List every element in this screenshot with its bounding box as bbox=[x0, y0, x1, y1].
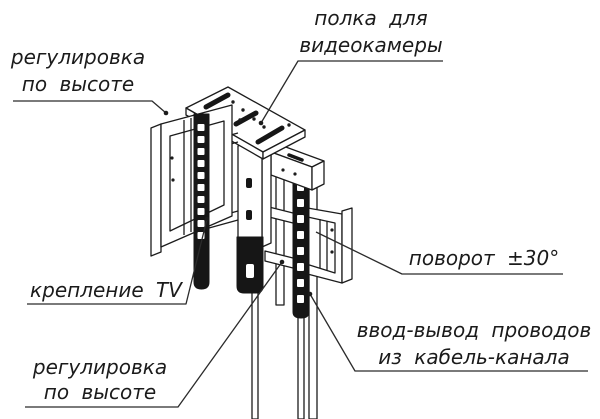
shelf-holes bbox=[231, 100, 291, 129]
bolt-hole bbox=[281, 168, 285, 172]
leader-dot bbox=[279, 259, 285, 265]
label-line: из кабель-канала bbox=[378, 345, 570, 369]
foot-slot bbox=[246, 264, 254, 278]
right-front-pole bbox=[297, 309, 305, 419]
leader-height-adjust-top bbox=[13, 100, 167, 114]
label-line: регулировка bbox=[32, 355, 168, 379]
label-height-adjustment-top: регулировка по высоте bbox=[0, 44, 156, 98]
leader-dot bbox=[307, 291, 313, 297]
leader-dot bbox=[204, 216, 210, 222]
column-hole bbox=[246, 178, 252, 188]
label-line: ввод-вывод проводов bbox=[356, 318, 592, 342]
label-line: по высоте bbox=[43, 380, 157, 404]
label-line: полка для bbox=[314, 6, 428, 30]
beam-side-face bbox=[311, 160, 325, 191]
leader-tv-mount bbox=[27, 218, 208, 305]
beam-slot bbox=[287, 153, 304, 162]
right-end-cap bbox=[341, 207, 353, 284]
label-tv-mount: крепление TV bbox=[21, 277, 191, 304]
label-rotation: поворот ±30° bbox=[398, 245, 570, 272]
label-line: поворот ±30° bbox=[408, 246, 560, 270]
left-end-cap bbox=[150, 123, 162, 257]
leader-rotation bbox=[315, 231, 563, 275]
label-line: видеокамеры bbox=[299, 33, 443, 57]
label-line: крепление TV bbox=[30, 278, 182, 302]
label-camera-shelf: полка для видеокамеры bbox=[271, 5, 471, 59]
label-height-adjustment-bottom: регулировка по высоте bbox=[15, 355, 185, 405]
leader-dot bbox=[163, 110, 169, 116]
bolt-hole bbox=[330, 250, 334, 254]
leader-height-adjust-bottom bbox=[25, 261, 283, 408]
label-line: по высоте bbox=[21, 72, 135, 96]
shelf-right-edge bbox=[262, 129, 306, 160]
bolt-hole bbox=[171, 178, 175, 182]
right-height-rail bbox=[292, 175, 310, 319]
column-hole bbox=[246, 210, 252, 220]
bolt-hole bbox=[330, 228, 334, 232]
label-line: регулировка bbox=[10, 45, 146, 69]
bolt-hole bbox=[170, 156, 174, 160]
leader-camera-shelf bbox=[260, 60, 443, 124]
leader-cable-channel bbox=[309, 293, 588, 372]
left-arm-line bbox=[208, 219, 239, 229]
label-cable-channel: ввод-вывод проводов из кабель-канала bbox=[354, 317, 594, 371]
leader-lines bbox=[13, 60, 588, 408]
top-beam bbox=[270, 145, 325, 191]
leader-dot bbox=[258, 120, 264, 126]
bolt-hole bbox=[293, 172, 297, 176]
